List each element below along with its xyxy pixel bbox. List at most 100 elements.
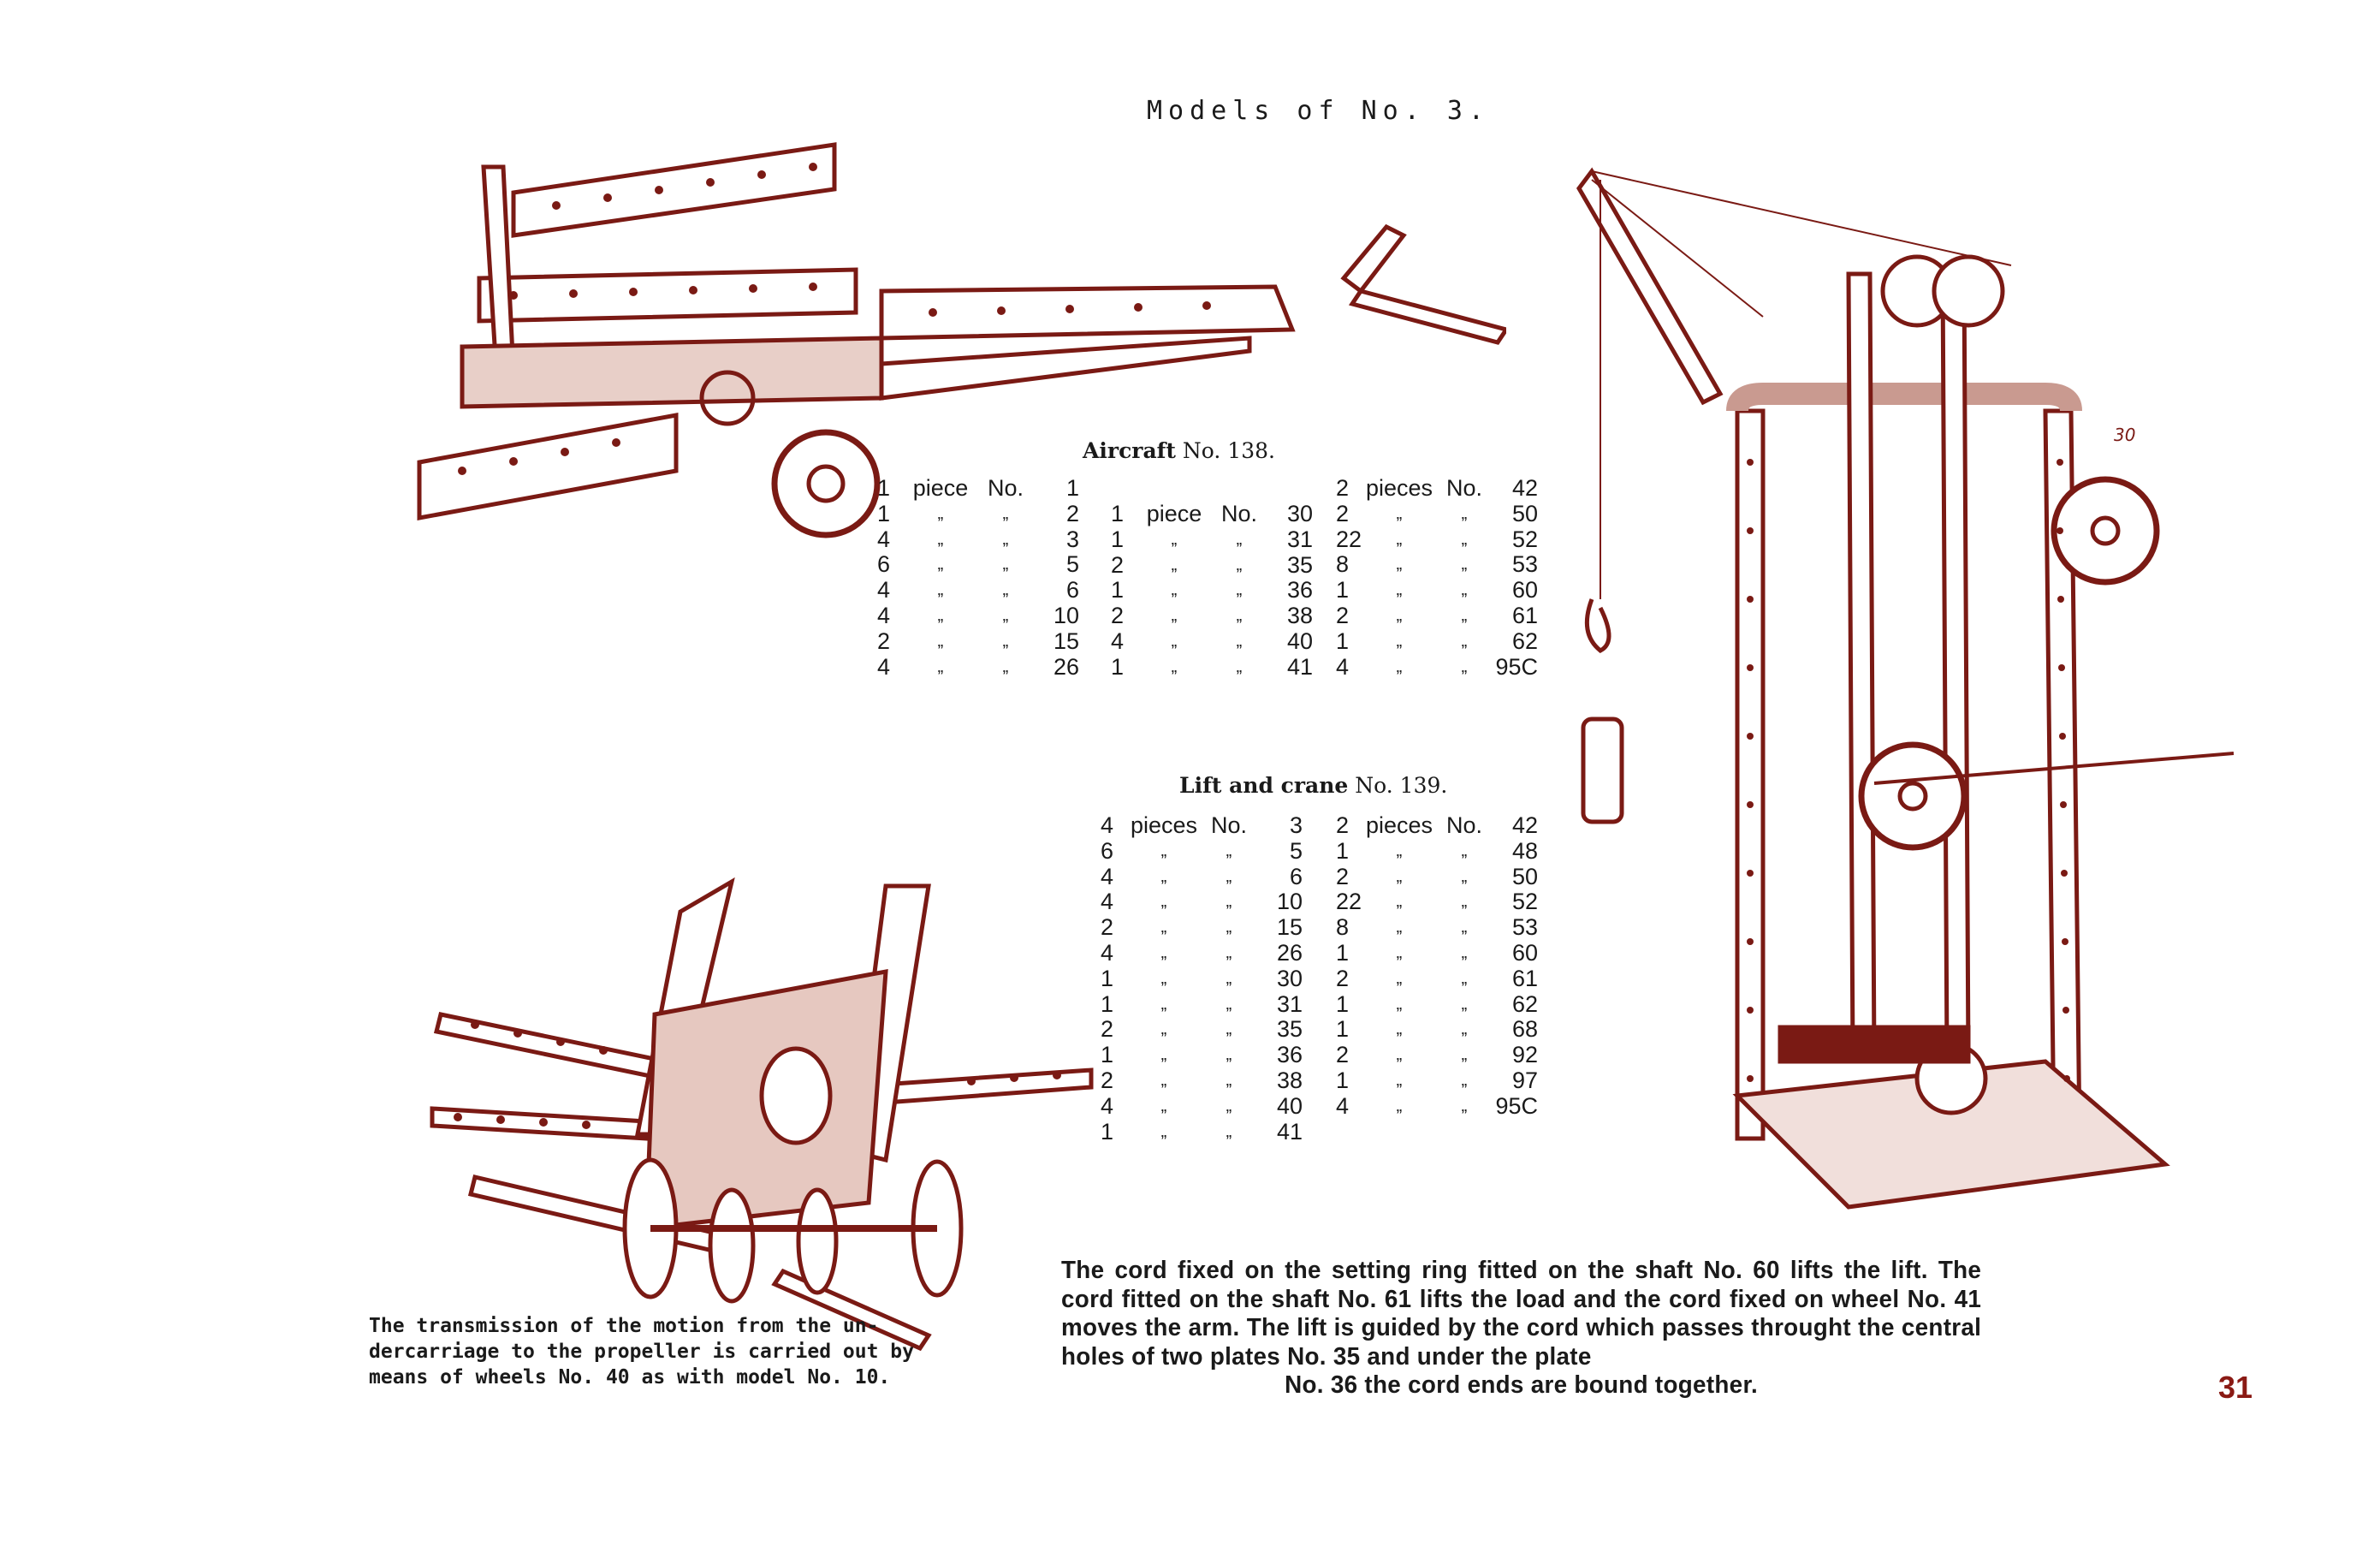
part-number: 6 xyxy=(1289,863,1303,889)
parts-row: 2„„38 xyxy=(1111,603,1313,629)
number-label: „ xyxy=(1461,555,1468,574)
unit: „ xyxy=(1396,1070,1403,1090)
number-label: „ xyxy=(1461,866,1468,886)
transmission-caption: The transmission of the motion from the … xyxy=(369,1313,917,1390)
number-label: „ xyxy=(1226,892,1232,912)
quantity: 6 xyxy=(1101,837,1114,864)
quantity: 4 xyxy=(1101,1092,1114,1119)
unit: „ xyxy=(1396,994,1403,1014)
number-label: „ xyxy=(1461,529,1468,549)
quantity: 1 xyxy=(1336,837,1350,864)
unit: „ xyxy=(937,631,944,651)
quantity: 8 xyxy=(1336,551,1350,578)
number-label: „ xyxy=(1002,657,1009,676)
part-number: 92 xyxy=(1511,1042,1538,1068)
number-label: „ xyxy=(1461,657,1468,676)
parts-row: 8„„53 xyxy=(1336,552,1538,578)
aircraft-title: Aircraft No. 138. xyxy=(1083,438,1275,463)
unit: pieces xyxy=(1365,475,1433,501)
quantity: 2 xyxy=(1336,965,1350,991)
number-label: „ xyxy=(1461,605,1468,625)
parts-row: 1„„68 xyxy=(1336,1017,1538,1043)
number-label: „ xyxy=(1236,529,1243,549)
quantity: 4 xyxy=(1101,812,1114,838)
quantity: 2 xyxy=(1101,1016,1114,1043)
quantity: 1 xyxy=(1101,1042,1114,1068)
part-number: 53 xyxy=(1511,914,1538,941)
unit: „ xyxy=(937,605,944,625)
part-number: 30 xyxy=(1286,501,1313,526)
quantity: 4 xyxy=(1336,1092,1350,1119)
description-body: The cord fixed on the setting ring fitte… xyxy=(1061,1257,1982,1371)
quantity: 1 xyxy=(877,500,891,526)
unit: „ xyxy=(1160,1045,1167,1065)
part-number: 6 xyxy=(1065,577,1079,604)
quantity: 4 xyxy=(1101,889,1114,915)
transmission-illustration xyxy=(430,877,1094,1352)
part-number: 62 xyxy=(1511,627,1538,654)
number-label: „ xyxy=(1461,942,1468,962)
unit: „ xyxy=(1160,1020,1167,1039)
part-number: 52 xyxy=(1511,526,1538,552)
part-number: 35 xyxy=(1286,551,1313,578)
number-label: „ xyxy=(1461,994,1468,1014)
part-number: 26 xyxy=(1053,653,1079,680)
parts-row: 4„„6 xyxy=(1101,863,1303,890)
parts-row: 1„„30 xyxy=(1101,966,1303,992)
number-label: „ xyxy=(1226,918,1232,937)
unit: „ xyxy=(1171,529,1178,549)
number-label: No. xyxy=(1445,475,1483,501)
description-paragraph: The cord fixed on the setting ring fitte… xyxy=(1061,1257,1981,1400)
quantity: 4 xyxy=(1336,653,1350,680)
unit: „ xyxy=(1160,841,1167,860)
quantity: 4 xyxy=(1101,863,1114,889)
number-label: „ xyxy=(1226,1045,1232,1065)
parts-row: 4„„3 xyxy=(877,526,1079,553)
unit: „ xyxy=(1171,555,1178,574)
part-number: 31 xyxy=(1276,990,1303,1017)
part-number: 15 xyxy=(1276,914,1303,941)
unit: „ xyxy=(1160,892,1167,912)
part-number: 68 xyxy=(1511,1016,1538,1043)
part-number: 35 xyxy=(1276,1016,1303,1043)
unit: „ xyxy=(1396,968,1403,988)
part-number: 36 xyxy=(1286,577,1313,604)
quantity: 2 xyxy=(1336,863,1350,889)
part-number: 42 xyxy=(1511,812,1538,838)
parts-row: 1„„62 xyxy=(1336,990,1538,1018)
unit: „ xyxy=(1396,503,1403,523)
unit: „ xyxy=(1396,580,1403,600)
number-label: „ xyxy=(1461,580,1468,600)
parts-row: 2„„15 xyxy=(1101,914,1303,941)
parts-row: 4„„40 xyxy=(1101,1092,1303,1120)
unit: „ xyxy=(1160,968,1167,988)
unit: piece xyxy=(1146,501,1202,526)
quantity: 1 xyxy=(1111,526,1125,552)
parts-row: 4„„10 xyxy=(877,603,1079,629)
unit: „ xyxy=(1171,606,1178,626)
unit: piece xyxy=(912,475,969,501)
quantity: 2 xyxy=(1101,1067,1114,1093)
part-number: 3 xyxy=(1289,812,1303,838)
parts-row: 1„„2 xyxy=(877,500,1079,527)
parts-row: 1„„48 xyxy=(1336,837,1538,865)
part-number: 62 xyxy=(1511,990,1538,1017)
pulley-label: 30 xyxy=(2114,425,2135,445)
parts-row: 4„„10 xyxy=(1101,889,1303,915)
number-label: „ xyxy=(1461,968,1468,988)
parts-row: 8„„53 xyxy=(1336,914,1538,941)
parts-row: 1„„31 xyxy=(1101,990,1303,1018)
quantity: 1 xyxy=(1111,501,1125,526)
unit: „ xyxy=(1171,631,1178,651)
quantity: 4 xyxy=(877,526,891,552)
quantity: 22 xyxy=(1336,526,1362,552)
number-label: „ xyxy=(1461,631,1468,651)
part-number: 31 xyxy=(1286,526,1313,552)
part-number: 3 xyxy=(1065,526,1079,552)
part-number: 95C xyxy=(1495,1092,1538,1119)
number-label: „ xyxy=(1226,968,1232,988)
number-label: „ xyxy=(1461,1070,1468,1090)
